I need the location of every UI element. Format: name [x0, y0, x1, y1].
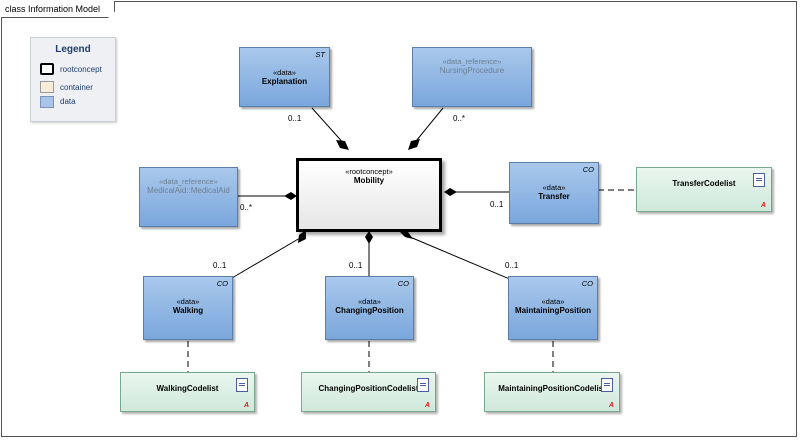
legend-swatch-rootconcept [40, 63, 54, 75]
class-medical-aid[interactable]: «data_reference» MedicalAid::MedicalAid [139, 167, 238, 227]
diamond-maintaining [399, 231, 413, 239]
class-stereotype: «data» [541, 297, 565, 306]
edge-maintaining [409, 236, 513, 281]
codelist-maintaining-position[interactable]: MaintainingPositionCodelist A [484, 372, 620, 412]
multiplicity-nursing: 0..* [453, 114, 466, 123]
codelist-walking[interactable]: WalkingCodelist A [120, 372, 255, 412]
codelist-name: ChangingPositionCodelist [318, 384, 419, 393]
legend-swatch-data [40, 96, 54, 108]
class-name: ChangingPosition [335, 306, 404, 315]
class-stereotype: «data» [358, 297, 381, 306]
multiplicity-maintaining: 0..1 [505, 261, 519, 270]
multiplicity-walking: 0..1 [213, 261, 227, 270]
root-stereotype: «rootconcept» [345, 167, 393, 176]
legend: Legend rootconcept container data [30, 37, 116, 122]
legend-title: Legend [55, 44, 91, 55]
class-name: MaintainingPosition [515, 306, 591, 315]
codelist-icon [236, 378, 248, 392]
class-walking[interactable]: CO «data» Walking [143, 276, 233, 340]
root-name: Mobility [353, 176, 385, 185]
diamond-walking [298, 230, 306, 243]
codelist-changing-position[interactable]: ChangingPositionCodelist A [301, 372, 436, 412]
diamond-changing [365, 231, 373, 244]
class-tag: CO [216, 279, 228, 288]
legend-label-rootconcept: rootconcept [60, 65, 102, 74]
diamond-transfer [444, 188, 457, 196]
class-tag: CO [582, 165, 594, 174]
class-stereotype: «data» [176, 297, 200, 306]
multiplicity-explanation: 0..1 [288, 114, 302, 123]
multiplicity-changing: 0..1 [349, 261, 363, 270]
codelist-icon [601, 378, 613, 392]
class-stereotype: «data_reference» [442, 57, 502, 66]
multiplicity-medical: 0..* [240, 203, 253, 212]
class-stereotype: «data» [542, 183, 566, 192]
diamond-explanation [336, 140, 349, 150]
class-name: Explanation [261, 77, 308, 86]
class-tag: ST [315, 50, 325, 59]
codelist-transfer[interactable]: TransferCodelist A [636, 167, 772, 212]
codelist-badge: A [424, 402, 430, 409]
class-name: Walking [172, 306, 204, 315]
root-concept-mobility[interactable]: «rootconcept» Mobility [296, 158, 442, 232]
class-changing-position[interactable]: CO «data» ChangingPosition [325, 276, 414, 340]
edge-explanation [311, 107, 347, 147]
codelist-icon [753, 173, 765, 187]
codelist-badge: A [243, 402, 249, 409]
legend-label-container: container [60, 83, 93, 92]
diagram-title: class Information Model [1, 1, 115, 18]
class-stereotype: «data» [273, 68, 296, 77]
codelist-badge: A [608, 402, 614, 409]
class-tag: CO [581, 279, 593, 288]
codelist-name: WalkingCodelist [156, 384, 219, 393]
codelist-name: TransferCodelist [672, 179, 736, 188]
class-name: MedicalAid::MedicalAid [147, 186, 230, 195]
legend-label-data: data [60, 97, 76, 106]
class-stereotype: «data_reference» [159, 177, 218, 186]
diamond-medical [284, 192, 297, 200]
diamond-nursing [408, 139, 420, 150]
class-nursing-procedure[interactable]: «data_reference» NursingProcedure [412, 47, 532, 107]
multiplicity-transfer: 0..1 [490, 200, 504, 209]
class-name: Transfer [538, 192, 570, 201]
class-tag: CO [397, 279, 409, 288]
class-maintaining-position[interactable]: CO «data» MaintainingPosition [508, 276, 598, 340]
codelist-name: MaintainingPositionCodelist [498, 384, 606, 393]
class-transfer[interactable]: CO «data» Transfer [509, 162, 599, 224]
codelist-icon [417, 378, 429, 392]
class-name: NursingProcedure [439, 66, 505, 75]
class-explanation[interactable]: ST «data» Explanation [239, 47, 330, 107]
codelist-badge: A [760, 202, 766, 209]
edge-walking [231, 237, 301, 279]
legend-swatch-container [40, 81, 54, 93]
